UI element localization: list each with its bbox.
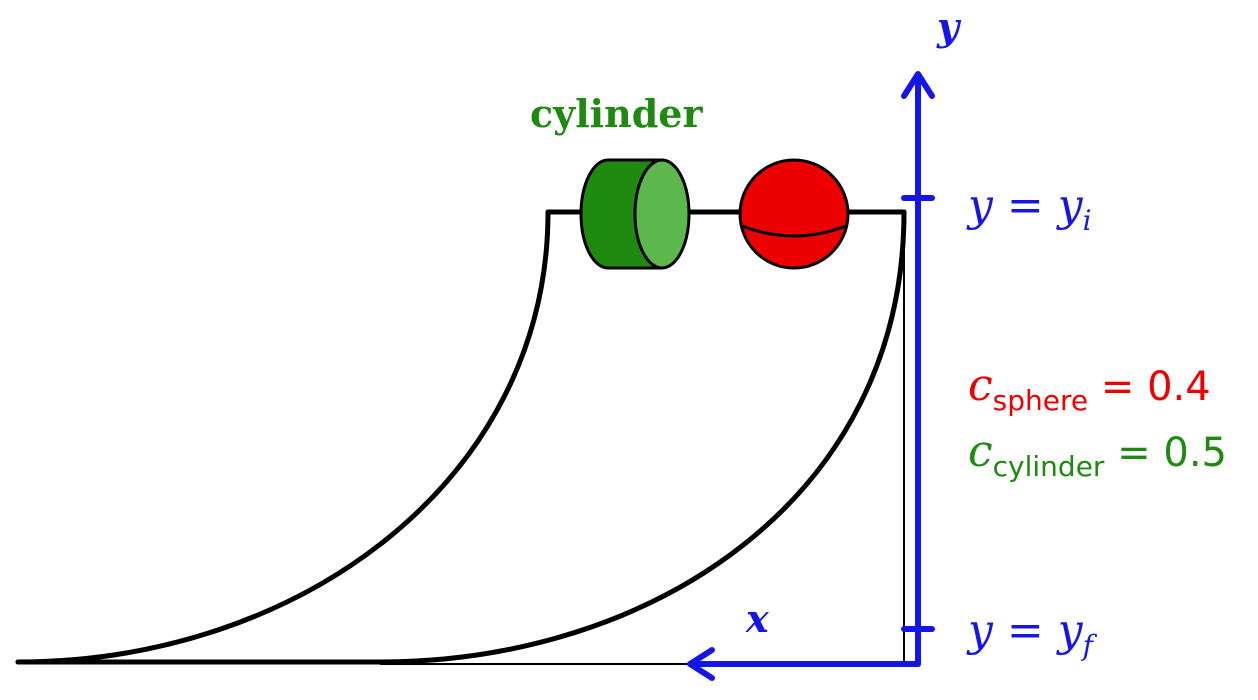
y-final-eq: =: [993, 605, 1058, 656]
c-cylinder-sub: cylinder: [993, 450, 1105, 483]
right-ramp-curve: [377, 209, 907, 665]
c-sphere-equation: csphere = 0.4: [968, 360, 1211, 417]
c-sphere-var: c: [968, 360, 993, 411]
sphere-equator: [741, 224, 847, 238]
track: [15, 209, 907, 665]
y-final-sub: f: [1081, 629, 1098, 662]
y-final-lhs: y: [966, 605, 994, 656]
y-initial-rhs: y: [1056, 180, 1084, 231]
left-ramp-curve: [15, 209, 551, 665]
c-cylinder-equation: ccylinder = 0.5: [968, 426, 1227, 483]
c-cylinder-var: c: [968, 426, 993, 477]
x-axis-label: x: [745, 596, 770, 641]
y-final-rhs: y: [1056, 605, 1084, 656]
y-initial-eq: =: [993, 180, 1058, 231]
c-sphere-sub: sphere: [993, 384, 1088, 417]
cylinder-face: [633, 158, 691, 270]
y-axis-arrowhead: [901, 71, 935, 99]
y-axis-label: y: [936, 4, 962, 49]
sphere-object: [738, 158, 850, 270]
y-initial-sub: i: [1083, 204, 1092, 237]
axes: [687, 71, 935, 681]
c-cylinder-value: = 0.5: [1104, 430, 1227, 476]
sphere-body: [738, 158, 850, 270]
thin-lines: [380, 212, 905, 665]
y-initial-equation: y = yi: [966, 180, 1092, 237]
cylinder-object: [579, 158, 691, 270]
c-sphere-value: = 0.4: [1088, 364, 1211, 410]
y-final-equation: y = yf: [966, 605, 1098, 662]
cylinder-label: cylinder: [530, 91, 703, 136]
y-initial-lhs: y: [966, 180, 994, 231]
x-axis-arrowhead: [687, 647, 715, 681]
